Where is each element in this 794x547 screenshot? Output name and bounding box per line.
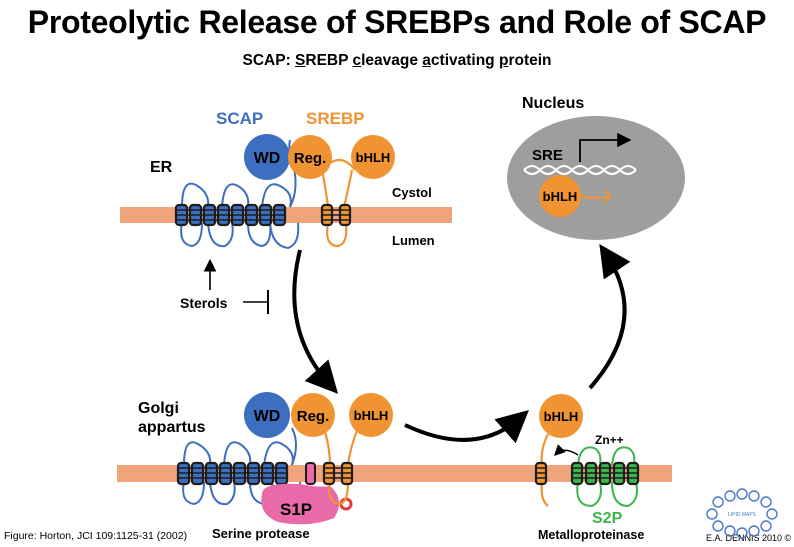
golgi-bhlh-domain: bHLH — [349, 393, 393, 437]
golgi-reg-label: Reg. — [297, 408, 330, 425]
dna-helix — [523, 165, 637, 175]
page-subtitle: SCAP: SREBP cleavage activating protein — [0, 52, 794, 70]
golgi-label-line2: appartus — [138, 419, 206, 436]
subtitle-letter-s: S — [295, 52, 306, 69]
golgi-wd-domain: WD — [244, 392, 290, 438]
golgi-s1p-to-s2p-arrow — [404, 410, 529, 444]
sterols-label: Sterols — [180, 295, 228, 311]
er-bhlh-label: bHLH — [356, 150, 391, 165]
subtitle-letter-p: p — [498, 52, 509, 69]
subtitle-letter-c: c — [352, 52, 362, 69]
golgi-wd-label: WD — [254, 408, 281, 425]
sre-label: SRE — [532, 147, 563, 164]
release-to-nucleus-arrow — [588, 244, 631, 390]
metalloproteinase-label: Metalloproteinase — [538, 528, 644, 542]
er-bhlh-domain: bHLH — [351, 135, 395, 179]
er-scap-loops — [180, 139, 300, 250]
s1p-label: S1P — [280, 500, 312, 519]
copyright-notice: E.A. DENNIS 2010 © — [706, 533, 792, 543]
lumen-label: Lumen — [392, 233, 435, 248]
er-reg-domain: Reg. — [288, 135, 332, 179]
logo-text: LIPID MAPS — [728, 512, 757, 518]
s2p-cleavage-arrow — [554, 444, 579, 456]
zn-label: Zn++ — [595, 433, 624, 447]
s2p-tm-stripes — [572, 467, 638, 479]
s2p-bhlh-label: bHLH — [544, 409, 579, 424]
er-reg-label: Reg. — [294, 150, 327, 167]
s2p-loops — [576, 446, 638, 508]
lipid-maps-logo — [706, 488, 778, 539]
srebp-label: SREBP — [306, 109, 365, 128]
transcription-start-arrow — [579, 132, 632, 162]
serine-protease-label: Serine protease — [212, 526, 310, 541]
golgi-reg-domain: Reg. — [291, 393, 335, 437]
nucleus — [507, 116, 685, 240]
er-srebp-linker — [321, 158, 356, 171]
s2p-label: S2P — [592, 510, 623, 527]
er-label: ER — [150, 159, 173, 176]
subtitle-letter-a: a — [422, 52, 431, 69]
subtitle-prefix: SCAP: — [242, 52, 296, 69]
page-title: Proteolytic Release of SREBPs and Role o… — [27, 4, 767, 40]
nucleus-bhlh-tail — [580, 189, 612, 204]
subtitle-word-cleavage: leavage — [361, 52, 423, 69]
nucleus-bhlh-label: bHLH — [543, 189, 578, 204]
golgi-bhlh-label: bHLH — [354, 408, 389, 423]
cystol-label: Cystol — [392, 185, 432, 200]
subtitle-word-activating: ctivating — [430, 52, 499, 69]
figure-credit: Figure: Horton, JCI 109:1125-31 (2002) — [4, 530, 187, 542]
s1p-protease — [261, 483, 340, 525]
s1p-tm-helix — [305, 462, 316, 485]
nucleus-bhlh-domain: bHLH — [539, 175, 581, 217]
er-srebp-tm-stripes — [322, 209, 350, 221]
golgi-label-line1: Golgi — [138, 400, 179, 417]
golgi-srebp-tm-stripes — [324, 467, 352, 479]
s2p-srebp-tm-stripes — [536, 467, 546, 479]
er-wd-label: WD — [254, 150, 281, 167]
s2p-bhlh-domain: bHLH — [539, 394, 583, 438]
er-to-golgi-arrow — [292, 249, 339, 394]
golgi-scap-tm-stripes — [178, 467, 287, 479]
er-scap-tm-stripes — [176, 209, 285, 221]
subtitle-word-srebp: REBP — [305, 52, 353, 69]
scap-label: SCAP — [216, 109, 263, 128]
subtitle-word-protein: rotein — [508, 52, 552, 69]
er-wd-domain: WD — [244, 134, 290, 180]
nucleus-label: Nucleus — [522, 95, 584, 112]
